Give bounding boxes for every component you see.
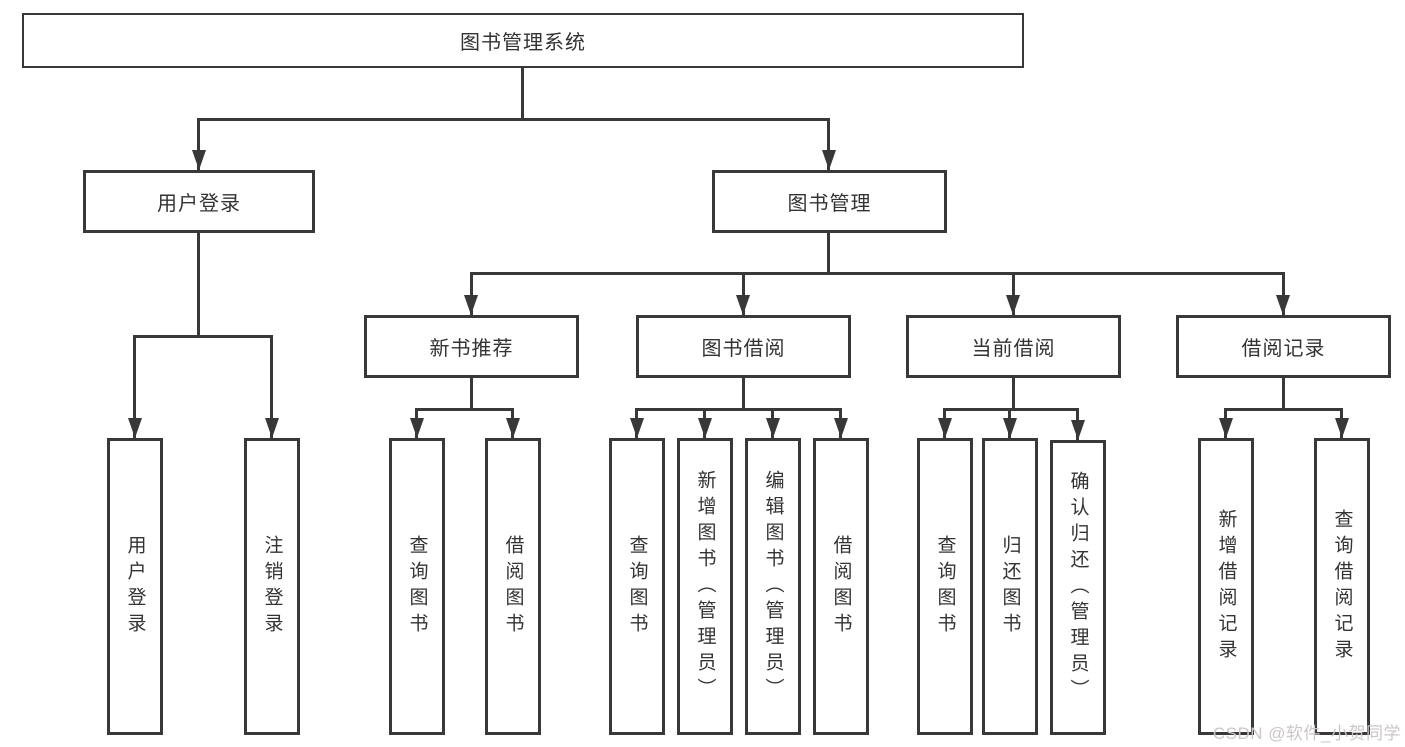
arrow-down-icon [834, 418, 848, 438]
arrow-down-icon [1219, 418, 1233, 438]
connector-line [1224, 408, 1343, 411]
leaf-confirm-return-admin: 确认归还（管理员） [1050, 440, 1106, 735]
arrow-down-icon [506, 418, 520, 438]
node-current-borrow: 当前借阅 [906, 315, 1121, 378]
node-book-management: 图书管理 [712, 170, 947, 233]
arrow-down-icon [192, 150, 206, 170]
leaf-query-borrow-record: 查询借阅记录 [1314, 438, 1370, 735]
leaf-add-borrow-record: 新增借阅记录 [1198, 438, 1254, 735]
connector-line [470, 272, 1285, 275]
connector-line [270, 335, 273, 438]
arrow-down-icon [698, 418, 712, 438]
connector-line [197, 118, 830, 121]
arrow-down-icon [736, 295, 750, 315]
leaf-user-login: 用户登录 [107, 438, 163, 735]
leaf-query-books: 查询图书 [609, 438, 665, 735]
connector-line [470, 378, 473, 411]
connector-line [827, 233, 830, 275]
node-borrow-records: 借阅记录 [1176, 315, 1391, 378]
arrow-down-icon [1006, 295, 1020, 315]
connector-line [415, 408, 514, 411]
leaf-query-books: 查询图书 [917, 438, 973, 735]
connector-line [133, 335, 273, 338]
arrow-down-icon [1071, 420, 1085, 440]
node-root: 图书管理系统 [22, 13, 1024, 68]
arrow-down-icon [1276, 295, 1290, 315]
arrow-down-icon [265, 418, 279, 438]
arrow-down-icon [938, 418, 952, 438]
leaf-borrow-books: 借阅图书 [813, 438, 869, 735]
connector-line [133, 335, 136, 438]
leaf-return-book: 归还图书 [982, 438, 1038, 735]
connector-line [635, 408, 842, 411]
arrow-down-icon [410, 418, 424, 438]
connector-line [197, 118, 200, 170]
connector-line [943, 408, 1079, 411]
connector-line [827, 118, 830, 170]
arrow-down-icon [1335, 418, 1349, 438]
node-book-borrow: 图书借阅 [636, 315, 851, 378]
node-new-book-recommend: 新书推荐 [364, 315, 579, 378]
connector-line [742, 378, 745, 411]
leaf-add-book-admin: 新增图书（管理员） [677, 438, 733, 735]
connector-line [470, 272, 473, 315]
arrow-down-icon [630, 418, 644, 438]
connector-line [1282, 272, 1285, 315]
csdn-watermark: CSDN @软件_小贺同学 [1212, 724, 1401, 743]
arrow-down-icon [1003, 418, 1017, 438]
connector-line [1012, 378, 1015, 411]
leaf-query-books: 查询图书 [389, 438, 445, 735]
arrow-down-icon [128, 418, 142, 438]
connector-line [521, 68, 524, 121]
arrow-down-icon [822, 150, 836, 170]
leaf-edit-book-admin: 编辑图书（管理员） [745, 438, 801, 735]
connector-line [742, 272, 745, 315]
node-user-login: 用户登录 [83, 170, 315, 233]
connector-line [1282, 378, 1285, 411]
arrow-down-icon [464, 295, 478, 315]
leaf-borrow-books: 借阅图书 [485, 438, 541, 735]
connector-line [1012, 272, 1015, 315]
leaf-logout: 注销登录 [244, 438, 300, 735]
connector-line [197, 233, 200, 338]
arrow-down-icon [766, 418, 780, 438]
